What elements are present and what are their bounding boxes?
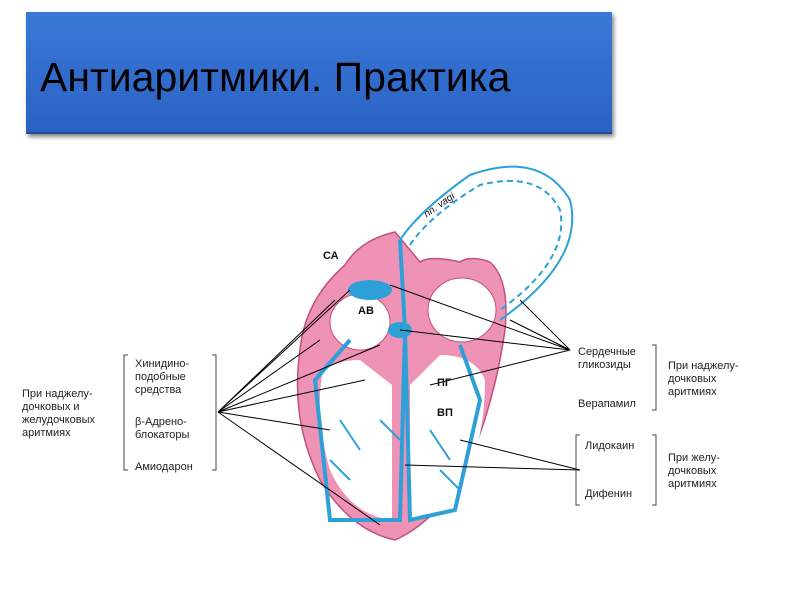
drug-verapamil: Верапамил <box>578 398 636 410</box>
title-bar <box>26 12 612 134</box>
right-bottom-indication: При желу- дочковых аритмиях <box>668 452 720 490</box>
left-indication: При наджелу- дочковых и желудочковых ари… <box>22 388 95 439</box>
label-av: АВ <box>358 305 374 317</box>
slide-title: Антиаритмики. Практика <box>40 54 511 100</box>
drug-quinidine: Хинидино- подобные средства <box>135 358 190 396</box>
pointer-arrows <box>217 284 581 526</box>
right-top-indication: При наджелу- дочковых аритмиях <box>668 360 739 398</box>
conduction-system <box>312 165 574 523</box>
drug-glycosides: Сердечные гликозиды <box>578 346 636 371</box>
drug-lidocaine: Лидокаин <box>585 440 635 452</box>
braces <box>123 344 657 506</box>
drug-beta-blockers: β-Адрено- блокаторы <box>135 416 190 441</box>
label-vp: ВП <box>437 407 453 419</box>
label-pg: ПГ <box>437 377 452 389</box>
drug-phenytoin: Дифенин <box>585 488 633 500</box>
label-sa: СА <box>323 250 339 262</box>
drug-amiodarone: Амиодарон <box>135 461 193 473</box>
